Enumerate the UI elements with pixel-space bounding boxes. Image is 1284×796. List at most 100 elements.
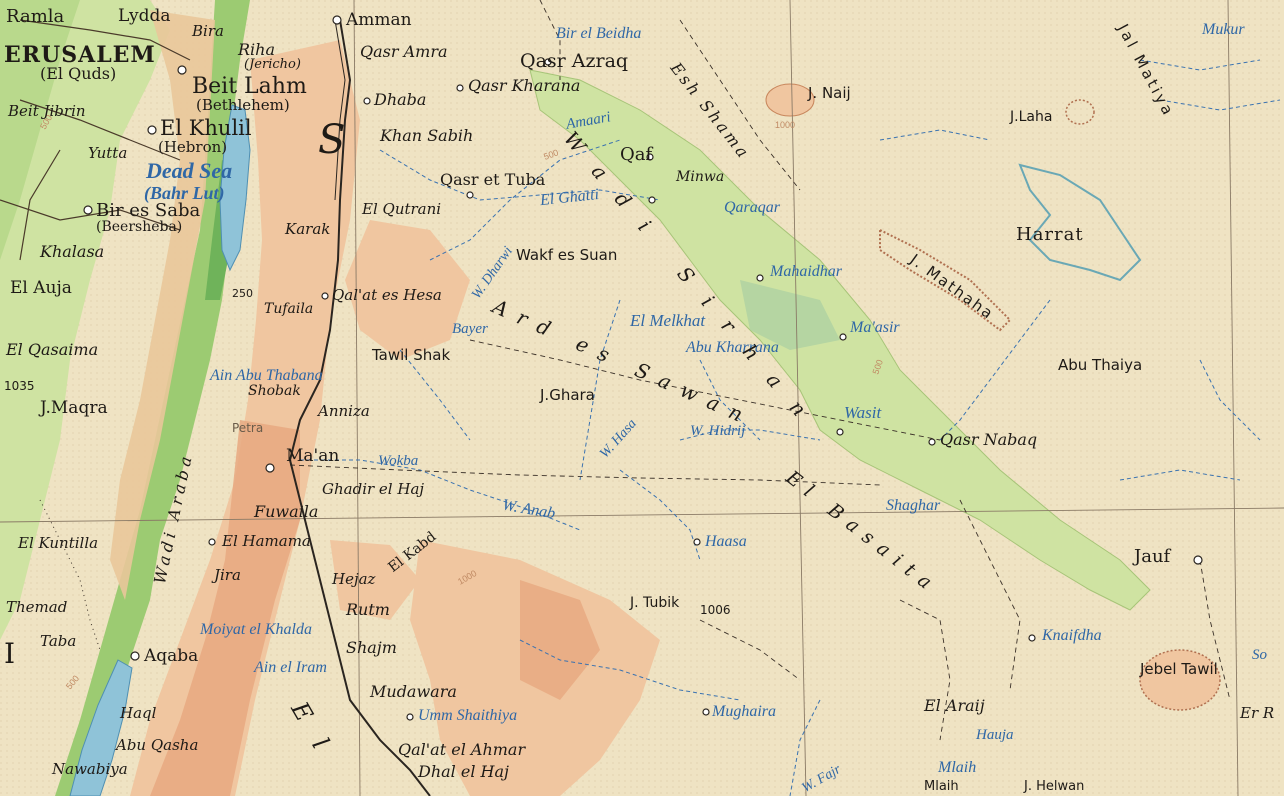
place-ain-abu-thabana: Ain Abu Thabana bbox=[210, 367, 323, 384]
place-jerusalem: ERUSALEM bbox=[4, 42, 156, 68]
place-qasr-et-tuba: Qasr et Tuba bbox=[440, 170, 546, 189]
place-amman: Amman bbox=[346, 10, 412, 30]
place-hauja: Hauja bbox=[976, 727, 1014, 743]
hejaz-railway bbox=[288, 19, 431, 796]
place-jericho: (Jericho) bbox=[244, 57, 301, 72]
jordan-valley bbox=[55, 0, 250, 796]
place-hejaz: Hejaz bbox=[332, 570, 376, 588]
place-qasr-azraq: Qasr Azraq bbox=[520, 50, 629, 72]
harrat-outline bbox=[1018, 163, 1142, 282]
place-bethlehem: (Bethlehem) bbox=[196, 96, 290, 114]
place-beersheba: (Beersheba) bbox=[96, 219, 183, 235]
elev-250: 250 bbox=[232, 287, 253, 300]
place-mukur: Mukur bbox=[1202, 21, 1245, 38]
place-shobak: Shobak bbox=[248, 383, 301, 399]
gulf-of-aqaba bbox=[69, 659, 133, 796]
place-wasit: Wasit bbox=[844, 403, 882, 422]
place-khan-sabih: Khan Sabih bbox=[380, 126, 474, 145]
place-so: So bbox=[1252, 647, 1267, 663]
place-mlaih-2: Mlaih bbox=[924, 779, 959, 794]
place-mlaih: Mlaih bbox=[938, 759, 977, 776]
place-taba: Taba bbox=[40, 632, 77, 650]
highland-west bbox=[110, 10, 215, 600]
place-maan: Ma'an bbox=[286, 446, 340, 466]
trails bbox=[289, 0, 1231, 741]
highland-east bbox=[130, 40, 360, 796]
place-karak: Karak bbox=[285, 220, 331, 238]
place-maasir: Ma'asir bbox=[850, 319, 900, 336]
place-jebel-tawil: Jebel Tawil bbox=[1140, 660, 1218, 678]
place-rutm: Rutm bbox=[346, 600, 390, 619]
place-aqaba: Aqaba bbox=[144, 646, 199, 666]
place-beit-jibrin: Beit Jibrin bbox=[8, 102, 86, 120]
region-letter-s: S bbox=[318, 117, 346, 163]
place-qaraqar: Qaraqar bbox=[724, 199, 781, 216]
place-umm-shaithiya: Umm Shaithiya bbox=[418, 707, 518, 724]
place-knaifdha: Knaifdha bbox=[1042, 627, 1102, 644]
dead-sea bbox=[219, 104, 251, 272]
elev-1006: 1006 bbox=[700, 603, 731, 617]
place-mudawara: Mudawara bbox=[370, 682, 457, 701]
place-qasr-nabaq: Qasr Nabaq bbox=[940, 430, 1038, 449]
place-el-araij: El Araij bbox=[924, 696, 985, 715]
contour-1000: 1000 bbox=[775, 120, 795, 130]
label-dead-sea: Dead Sea bbox=[146, 158, 233, 183]
place-khalasa: Khalasa bbox=[40, 242, 105, 261]
place-bira: Bira bbox=[192, 22, 224, 40]
place-minwa: Minwa bbox=[676, 169, 725, 185]
region-letter-i: I bbox=[4, 637, 16, 670]
place-fuwaila: Fuwaila bbox=[254, 502, 319, 521]
place-qasr-kharana: Qasr Kharana bbox=[468, 76, 581, 95]
place-j-naij: J. Naij bbox=[808, 84, 851, 102]
place-el-khulil: El Khulil bbox=[160, 116, 252, 140]
place-dhal-el-haj: Dhal el Haj bbox=[418, 762, 509, 781]
place-el-hamama: El Hamama bbox=[222, 532, 311, 550]
place-hebron: (Hebron) bbox=[158, 138, 228, 156]
place-dhaba: Dhaba bbox=[374, 90, 427, 109]
place-bir-es-saba: Bir es Saba bbox=[96, 200, 201, 221]
place-wokba: Wokba bbox=[378, 453, 419, 469]
place-j-helwan: J. Helwan bbox=[1024, 779, 1085, 794]
place-abu-kharrana: Abu Kharrana bbox=[686, 339, 779, 356]
place-moiyat-el-khalda: Moiyat el Khalda bbox=[200, 621, 312, 638]
place-tufaila: Tufaila bbox=[264, 301, 314, 317]
place-j-tubik: J. Tubik bbox=[630, 595, 680, 611]
place-bayer: Bayer bbox=[452, 321, 488, 337]
place-qalat-el-ahmar: Qal'at el Ahmar bbox=[398, 740, 526, 759]
place-qaf: Qaf bbox=[620, 144, 653, 165]
place-el-kuntilla: El Kuntilla bbox=[18, 534, 99, 552]
place-haql: Haql bbox=[120, 704, 157, 722]
wadi-lines bbox=[300, 59, 1281, 796]
place-themad: Themad bbox=[6, 598, 68, 616]
place-j-maqra: J.Maqra bbox=[40, 398, 108, 418]
place-shajm: Shajm bbox=[346, 638, 397, 657]
place-ramla: Ramla bbox=[6, 6, 65, 27]
place-ghadir-el-haj: Ghadir el Haj bbox=[322, 480, 425, 498]
place-mughaira: Mughaira bbox=[712, 703, 776, 720]
place-petra: Petra bbox=[232, 421, 264, 435]
place-el-qasaima: El Qasaima bbox=[6, 340, 99, 359]
place-bir-el-beidha: Bir el Beidha bbox=[556, 25, 642, 42]
place-abu-thaiya: Abu Thaiya bbox=[1058, 356, 1143, 374]
place-qasr-amra: Qasr Amra bbox=[360, 42, 448, 61]
place-abu-qasha: Abu Qasha bbox=[116, 736, 199, 754]
place-j-laha: J.Laha bbox=[1010, 109, 1053, 125]
label-bahr-lut: (Bahr Lut) bbox=[144, 183, 225, 203]
place-anniza: Anniza bbox=[318, 402, 370, 420]
contour-500: 500 bbox=[542, 147, 560, 162]
wadi-hidrij: W. Hidrij bbox=[690, 423, 746, 439]
place-el-melkhat: El Melkhat bbox=[630, 311, 706, 330]
place-ain-el-iram: Ain el Iram bbox=[254, 659, 327, 676]
place-el-auja: El Auja bbox=[10, 278, 72, 298]
contour-500: 500 bbox=[870, 358, 885, 376]
coastal-lowland bbox=[0, 0, 170, 640]
place-el-quds: (El Quds) bbox=[40, 64, 117, 83]
place-harrat: Harrat bbox=[1016, 224, 1084, 245]
place-riha: Riha bbox=[238, 40, 276, 59]
place-j-ghara: J.Ghara bbox=[540, 386, 595, 404]
town-markers bbox=[83, 15, 1203, 721]
elev-1035: 1035 bbox=[4, 379, 35, 393]
